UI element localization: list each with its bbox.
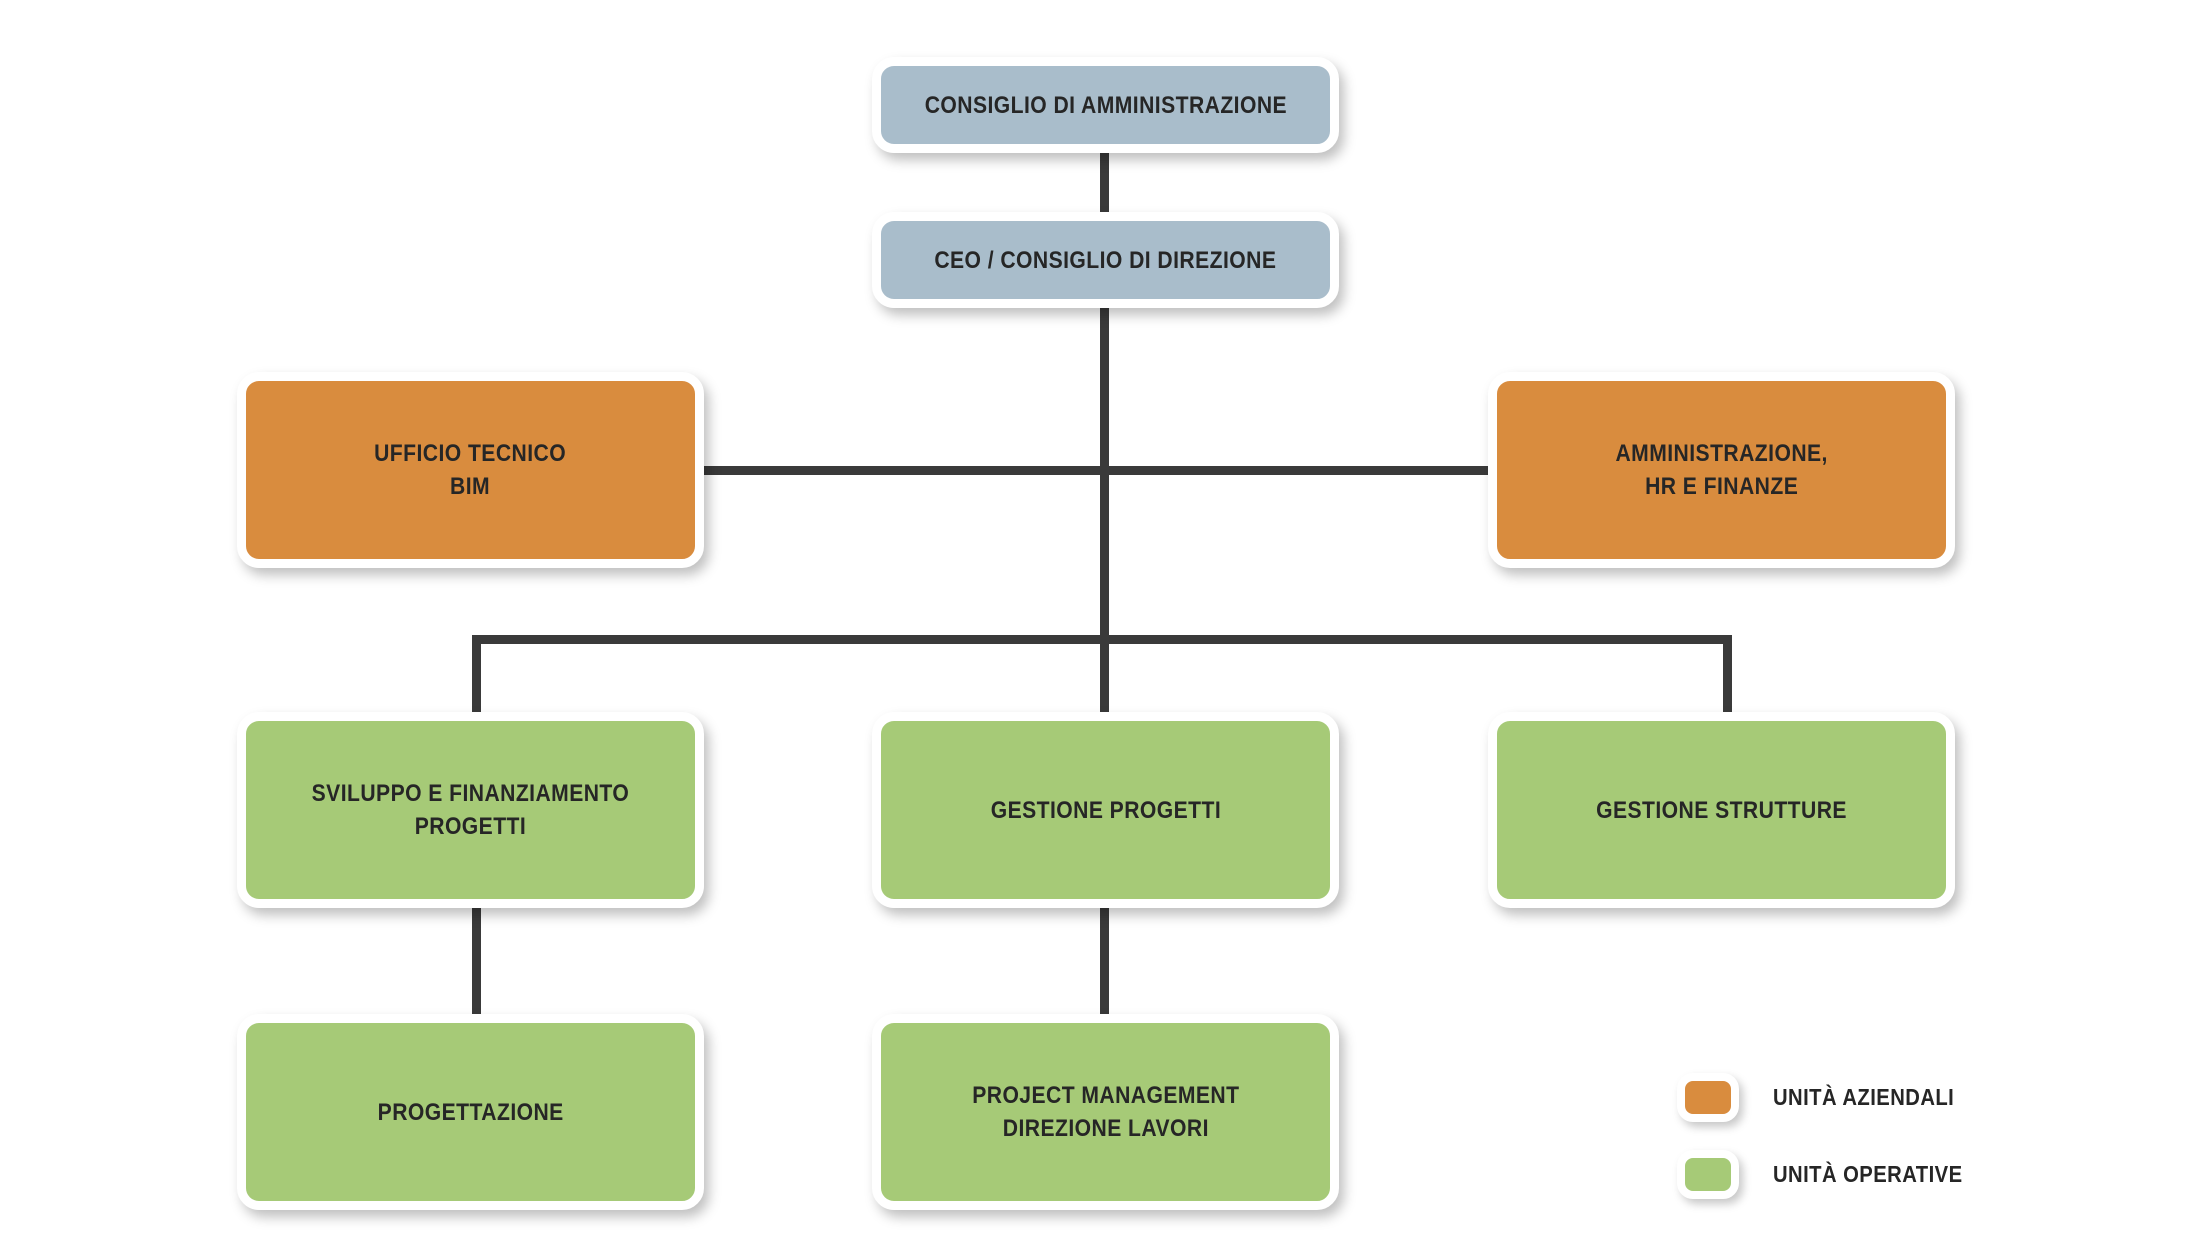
legend-label-unita-operative: UNITÀ OPERATIVE: [1773, 1161, 1963, 1187]
node-ufficio-tecnico-bim: UFFICIO TECNICO BIM: [237, 372, 704, 568]
node-progettazione: PROGETTAZIONE: [237, 1014, 704, 1210]
node-gestione-progetti: GESTIONE PROGETTI: [872, 712, 1339, 908]
node-project-management-direzione-lavori: PROJECT MANAGEMENT DIREZIONE LAVORI: [872, 1014, 1339, 1210]
node-consiglio-di-amministrazione: CONSIGLIO DI AMMINISTRAZIONE: [872, 57, 1339, 153]
node-gestione-strutture: GESTIONE STRUTTURE: [1488, 712, 1955, 908]
node-label: CONSIGLIO DI AMMINISTRAZIONE: [924, 91, 1287, 119]
node-label: UFFICIO TECNICO BIM: [374, 440, 567, 500]
node-label: PROGETTAZIONE: [377, 1098, 564, 1126]
connector-sviluppo-to-progettazione: [472, 898, 481, 1020]
node-label: SVILUPPO E FINANZIAMENTO PROGETTI: [311, 780, 630, 840]
connector-drop-right: [1723, 635, 1732, 720]
node-sviluppo-e-finanziamento-progetti: SVILUPPO E FINANZIAMENTO PROGETTI: [237, 712, 704, 908]
node-label: GESTIONE PROGETTI: [990, 796, 1221, 824]
node-label: CEO / CONSIGLIO DI DIREZIONE: [934, 246, 1277, 274]
legend-swatch-unita-aziendali: [1677, 1073, 1739, 1122]
connector-board-to-ceo: [1100, 145, 1109, 220]
connector-business-units-horizontal: [600, 466, 1600, 475]
connector-ceo-trunk: [1100, 295, 1109, 720]
node-ceo-consiglio-di-direzione: CEO / CONSIGLIO DI DIREZIONE: [872, 212, 1339, 308]
legend-label-unita-aziendali: UNITÀ AZIENDALI: [1773, 1084, 1955, 1110]
node-label: GESTIONE STRUTTURE: [1596, 796, 1847, 824]
connector-gestione-to-projectmanagement: [1100, 898, 1109, 1020]
node-label: PROJECT MANAGEMENT DIREZIONE LAVORI: [971, 1082, 1240, 1142]
legend-swatch-unita-operative: [1677, 1150, 1739, 1199]
node-label: AMMINISTRAZIONE, HR E FINANZE: [1615, 440, 1828, 500]
node-amministrazione-hr-finanze: AMMINISTRAZIONE, HR E FINANZE: [1488, 372, 1955, 568]
connector-drop-left: [472, 635, 481, 720]
connector-operative-units-horizontal: [472, 635, 1732, 644]
